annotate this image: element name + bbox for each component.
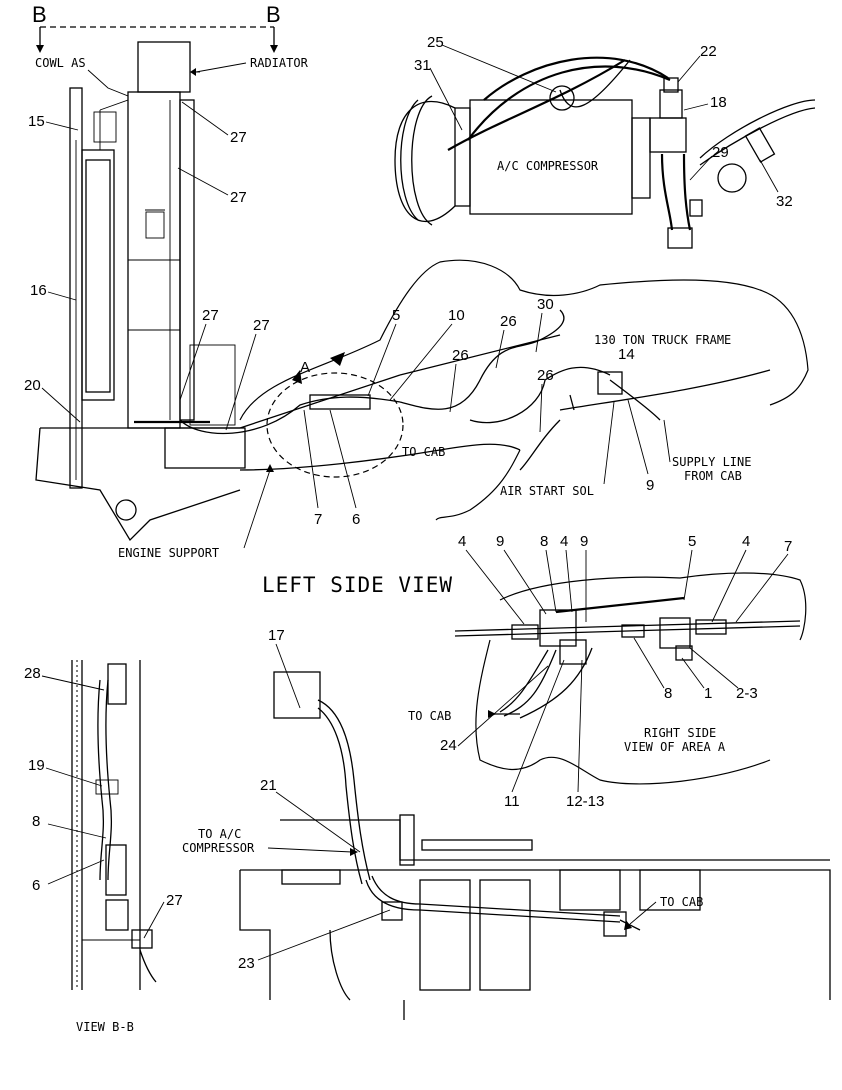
callout-9c: 9 bbox=[580, 533, 588, 550]
label-radiator: RADIATOR bbox=[250, 56, 309, 70]
callout-30: 30 bbox=[537, 296, 554, 313]
label-view-bb: VIEW B-B bbox=[76, 1020, 134, 1034]
callout-27d: 27 bbox=[253, 317, 270, 334]
callout-26c: 26 bbox=[537, 367, 554, 384]
label-engine-support: ENGINE SUPPORT bbox=[118, 546, 219, 560]
view-a-marker: A bbox=[300, 359, 310, 376]
view-bb bbox=[71, 660, 157, 990]
label-right-side-2: VIEW OF AREA A bbox=[624, 740, 726, 754]
label-to-cab-bottom: TO CAB bbox=[660, 895, 703, 909]
callout-21: 21 bbox=[260, 777, 277, 794]
label-supply-line-2: FROM CAB bbox=[684, 469, 742, 483]
section-mark-left: B bbox=[32, 2, 47, 27]
callout-32: 32 bbox=[776, 193, 793, 210]
right-side-view bbox=[454, 572, 807, 785]
callout-18: 18 bbox=[710, 94, 727, 111]
callout-22: 22 bbox=[700, 43, 717, 60]
label-to-cab-left: TO CAB bbox=[402, 445, 445, 459]
callout-5b: 5 bbox=[688, 533, 696, 550]
callout-9b: 9 bbox=[496, 533, 504, 550]
callout-14: 14 bbox=[618, 346, 635, 363]
callout-27c: 27 bbox=[202, 307, 219, 324]
label-cowl: COWL AS bbox=[35, 56, 86, 70]
callout-8b: 8 bbox=[664, 685, 672, 702]
callout-7a: 7 bbox=[314, 511, 322, 528]
callout-28: 28 bbox=[24, 665, 41, 682]
callout-16: 16 bbox=[30, 282, 47, 299]
callout-20: 20 bbox=[24, 377, 41, 394]
callout-26b: 26 bbox=[452, 347, 469, 364]
title-left-side-view: LEFT SIDE VIEW bbox=[262, 573, 453, 597]
callout-27e: 27 bbox=[166, 892, 183, 909]
callout-25: 25 bbox=[427, 34, 444, 51]
callout-12-13: 12-13 bbox=[566, 793, 604, 810]
callout-6b: 6 bbox=[32, 877, 40, 894]
callout-19: 19 bbox=[28, 757, 45, 774]
radiator-assembly bbox=[69, 41, 210, 489]
callout-11: 11 bbox=[504, 793, 520, 810]
callout-31: 31 bbox=[414, 57, 431, 74]
label-truck-frame: 130 TON TRUCK FRAME bbox=[594, 333, 731, 347]
callout-27b: 27 bbox=[230, 189, 247, 206]
callout-4c: 4 bbox=[742, 533, 750, 550]
label-to-ac-1: TO A/C bbox=[198, 827, 241, 841]
engine-bottom-view bbox=[239, 671, 831, 1020]
label-right-side-1: RIGHT SIDE bbox=[644, 726, 716, 740]
callout-26a: 26 bbox=[500, 313, 517, 330]
section-mark-right: B bbox=[266, 2, 281, 27]
callout-27a: 27 bbox=[230, 129, 247, 146]
callout-4b: 4 bbox=[560, 533, 568, 550]
section-marker-bb bbox=[36, 26, 278, 53]
label-to-ac-2: COMPRESSOR bbox=[182, 841, 255, 855]
callout-10: 10 bbox=[448, 307, 465, 324]
callout-6a: 6 bbox=[352, 511, 360, 528]
callout-29: 29 bbox=[712, 144, 729, 161]
label-supply-line-1: SUPPLY LINE bbox=[672, 455, 751, 469]
label-air-start: AIR START SOL bbox=[500, 484, 594, 498]
ac-compressor bbox=[394, 56, 816, 249]
label-ac-compressor: A/C COMPRESSOR bbox=[497, 159, 599, 173]
label-to-cab-right: TO CAB bbox=[408, 709, 451, 723]
callout-9a: 9 bbox=[646, 477, 654, 494]
callout-4a: 4 bbox=[458, 533, 466, 550]
callout-8c: 8 bbox=[32, 813, 40, 830]
callout-15: 15 bbox=[28, 113, 45, 130]
callout-1: 1 bbox=[704, 685, 712, 702]
callout-2-3: 2-3 bbox=[736, 685, 758, 702]
callout-23: 23 bbox=[238, 955, 255, 972]
callout-17: 17 bbox=[268, 627, 285, 644]
truck-frame bbox=[35, 259, 809, 542]
callout-8a: 8 bbox=[540, 533, 548, 550]
callout-5a: 5 bbox=[392, 307, 400, 324]
callout-7b: 7 bbox=[784, 538, 792, 555]
callout-24: 24 bbox=[440, 737, 457, 754]
